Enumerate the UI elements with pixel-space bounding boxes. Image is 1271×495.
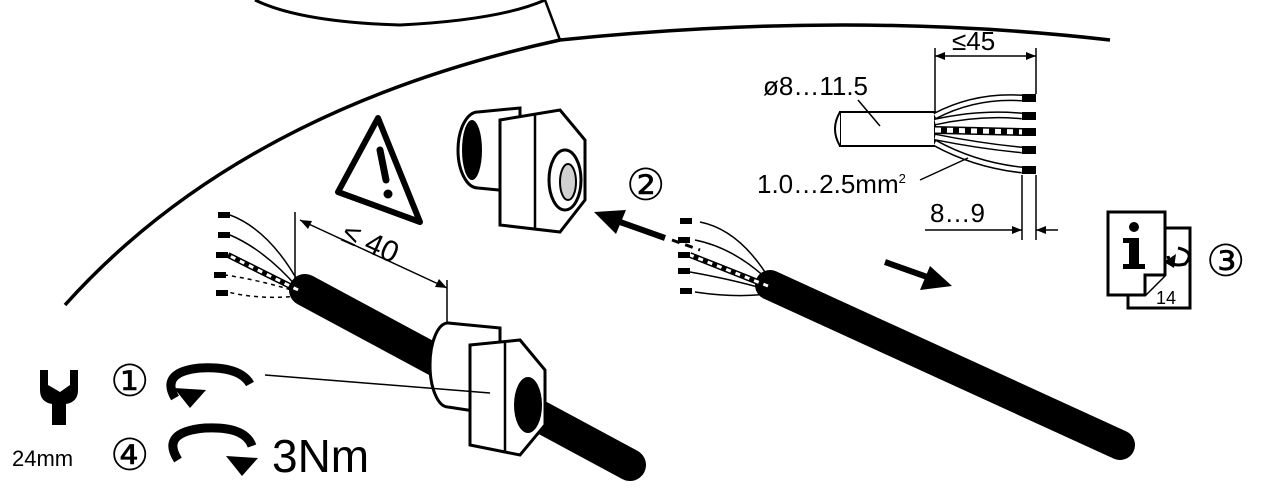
info-page-number: 14 <box>1156 288 1176 308</box>
wire-cross-section-label: 1.0…2.5mm2 <box>757 169 906 199</box>
stripped-cable-detail <box>834 94 1036 174</box>
step-3-marker: ③ <box>1206 237 1245 286</box>
cable-sheath-detail <box>839 111 936 147</box>
leader-line-top <box>543 0 562 41</box>
rotate-arrow-icon <box>166 363 254 408</box>
top-ellipse-arc <box>254 0 546 27</box>
pull-direction-arrow <box>883 259 952 290</box>
step-1-marker: ① <box>110 357 149 406</box>
leader-line-step1 <box>264 374 491 394</box>
stripped-cable-middle <box>678 218 1135 460</box>
cable-diameter-label: ø8…11.5 <box>763 71 868 101</box>
device-outline-arc <box>63 23 1111 307</box>
cable-sheath-end <box>834 111 841 147</box>
assembled-cable-left <box>214 212 646 481</box>
step-2-marker: ② <box>626 161 665 210</box>
wrench-size-label: 24mm <box>12 446 73 471</box>
gland-nut <box>456 106 587 234</box>
wrench-icon <box>40 370 78 425</box>
torque-label: 3Nm <box>272 430 369 482</box>
step-4-marker: ④ <box>110 431 149 480</box>
assembled-gland <box>428 321 547 457</box>
warning-triangle-icon <box>335 115 423 225</box>
insert-direction-arrow <box>594 210 701 252</box>
sheath-strip-max-label: ≤ 40 <box>337 216 404 270</box>
strip-length-max-label: ≤45 <box>952 26 995 56</box>
rotate-arrow-icon <box>168 423 258 476</box>
ferrule-length-label: 8…9 <box>930 198 985 228</box>
info-page-icon <box>1106 210 1192 310</box>
